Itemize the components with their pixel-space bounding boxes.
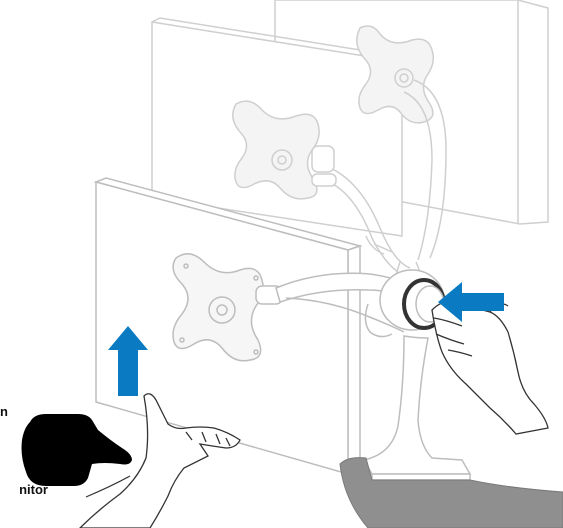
pointing-hand-icon bbox=[22, 414, 133, 486]
right-hand bbox=[432, 301, 548, 434]
cropped-label-top: n bbox=[0, 404, 22, 419]
cropped-label-bottom: nitor bbox=[0, 482, 48, 497]
